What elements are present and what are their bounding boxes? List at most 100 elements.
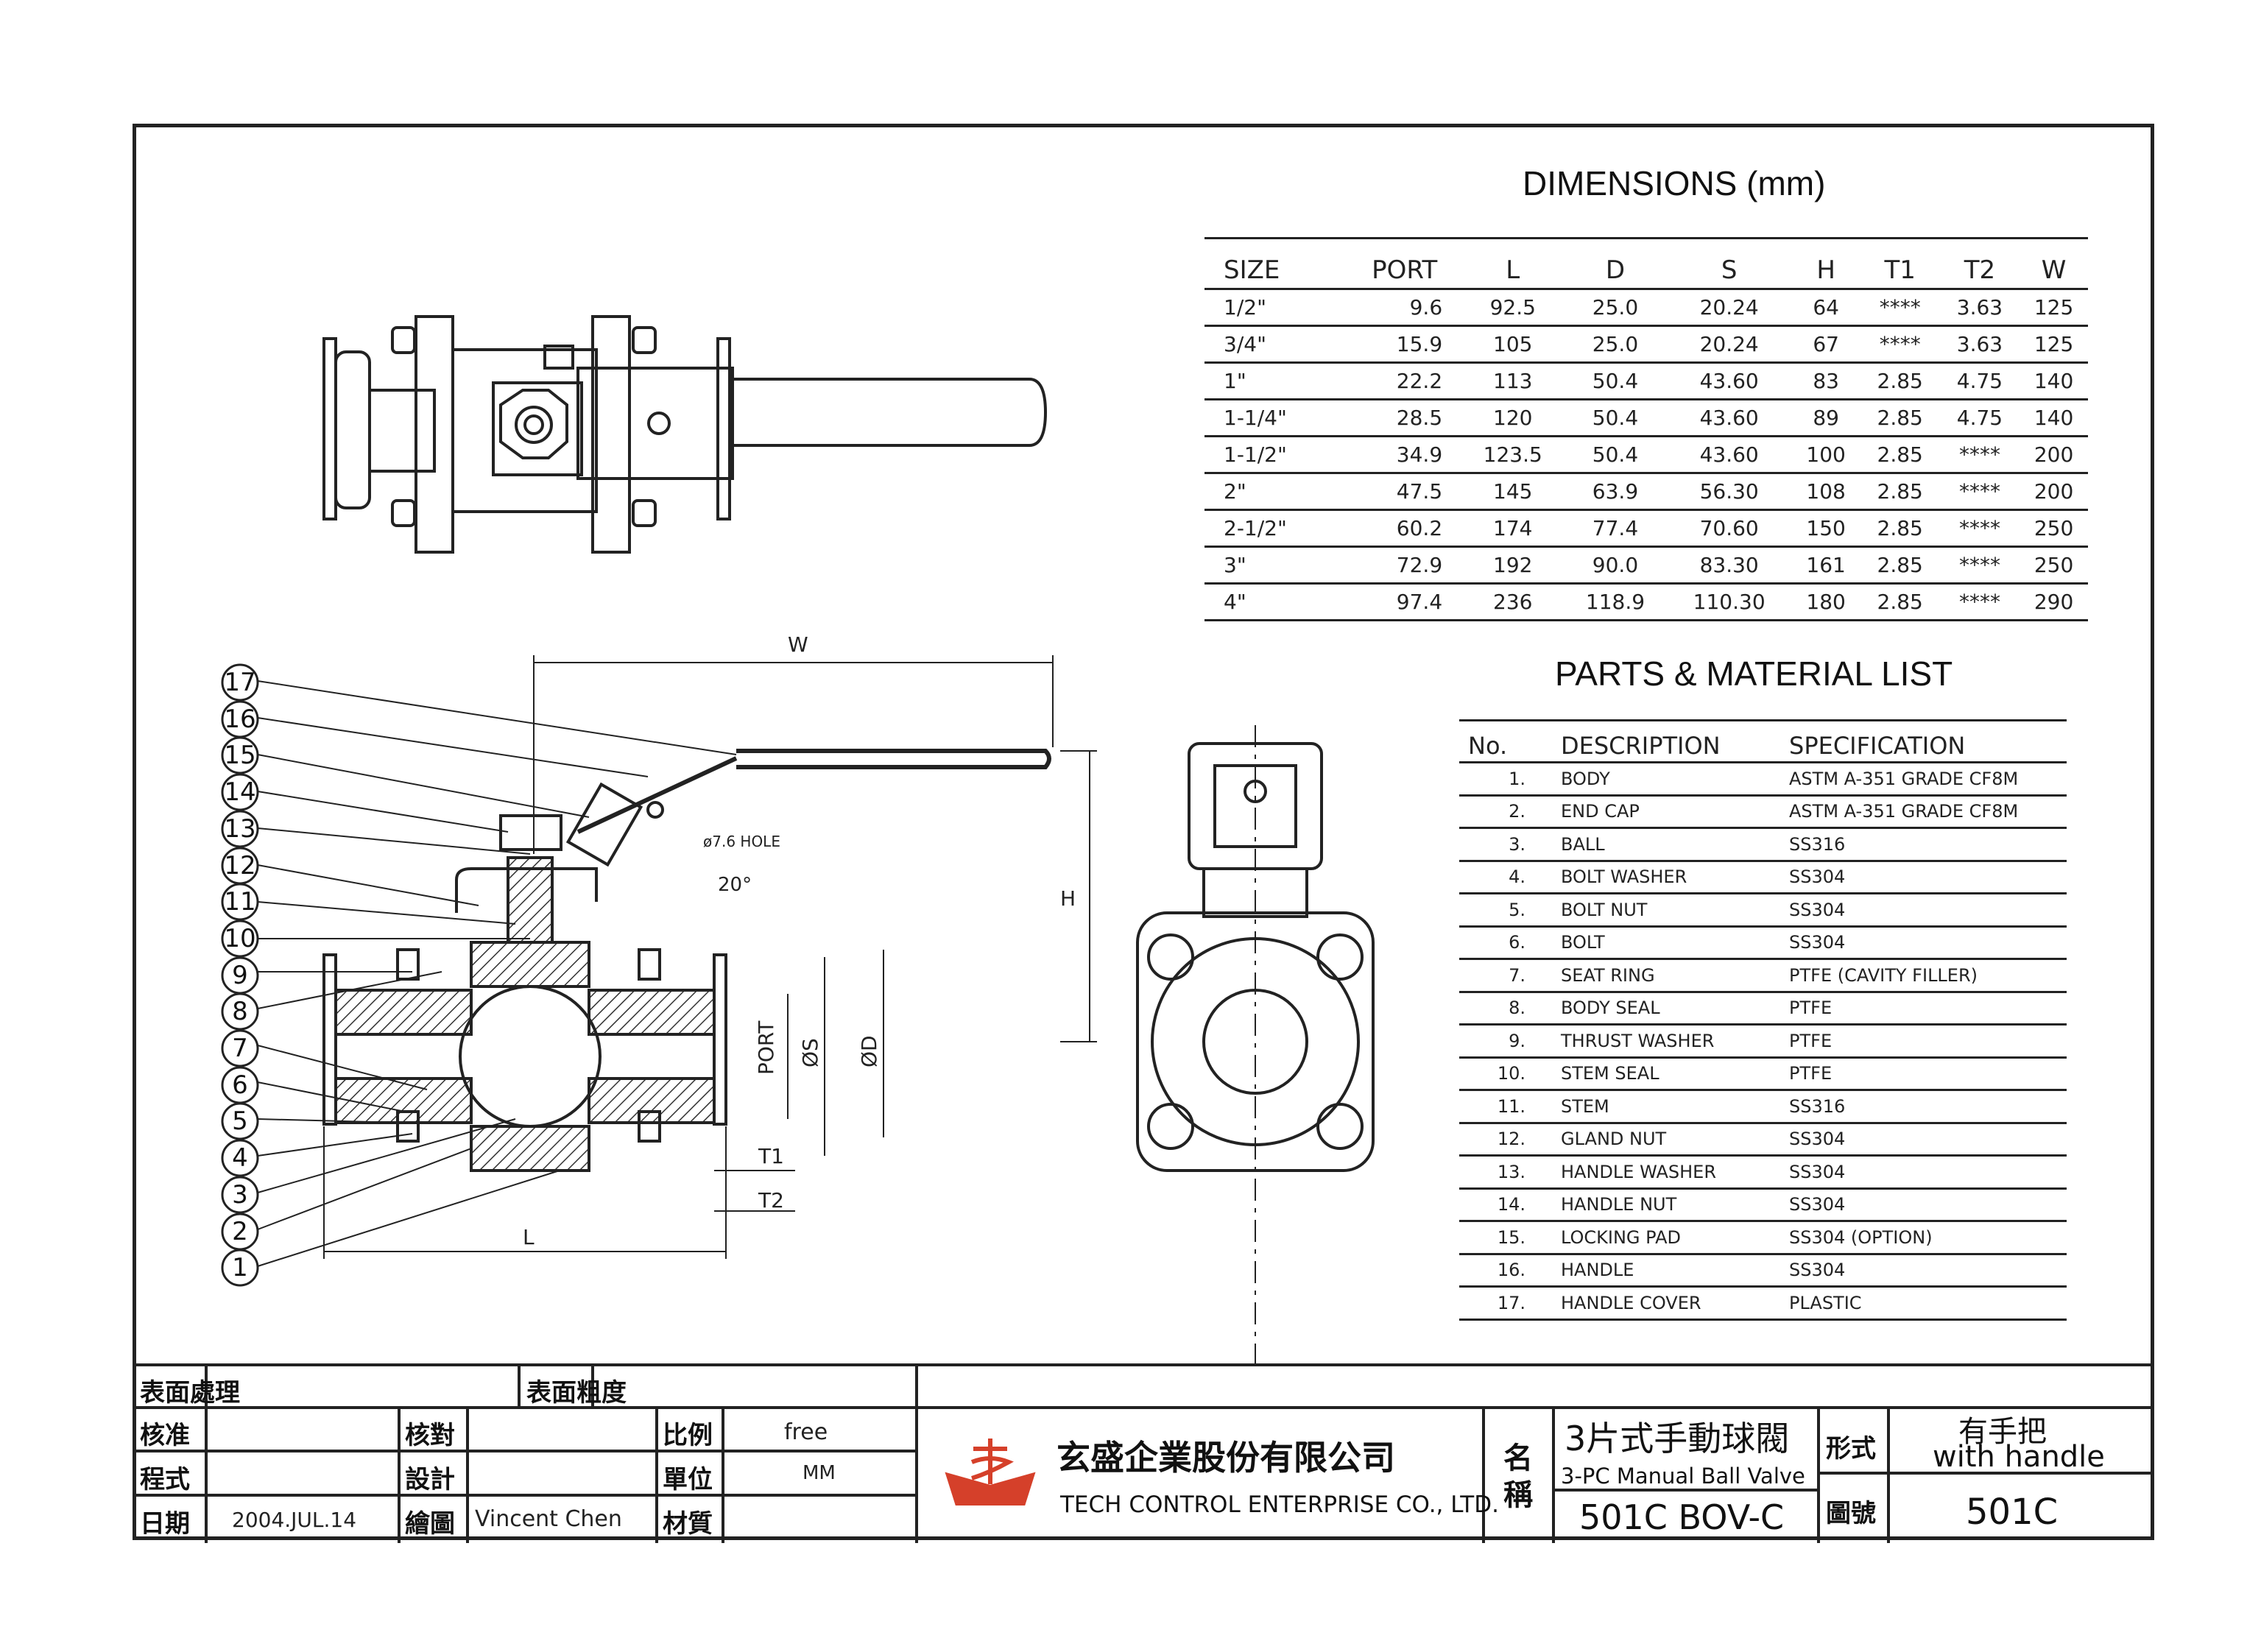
- parts-cell: SS304: [1789, 1155, 2067, 1190]
- dim-label-h: H: [1060, 886, 1076, 911]
- balloon-circle: [221, 810, 259, 848]
- dimensions-cell: 77.4: [1564, 509, 1667, 548]
- balloon-number: 11: [224, 887, 256, 917]
- dimensions-cell: 34.9: [1347, 436, 1462, 474]
- balloon-number: 5: [232, 1106, 248, 1137]
- dimensions-cell: 250: [2020, 509, 2088, 548]
- parts-cell: 12.: [1459, 1123, 1543, 1157]
- col-d: D: [1564, 238, 1667, 290]
- parts-cell: PTFE: [1789, 1057, 2067, 1091]
- dim-label-port: PORT: [754, 1020, 778, 1075]
- dimensions-cell: 1": [1204, 362, 1348, 400]
- balloon-number: 6: [232, 1070, 248, 1100]
- col-s: S: [1666, 238, 1792, 290]
- balloon-number: 12: [224, 850, 256, 880]
- dimensions-cell: 83.30: [1666, 546, 1792, 585]
- dimensions-cell: 50.4: [1564, 436, 1667, 474]
- dim-label-t1: T1: [758, 1144, 784, 1168]
- dimensions-cell: 28.5: [1347, 399, 1462, 437]
- parts-cell: SS304: [1789, 861, 2067, 894]
- title-block-grid: [133, 1366, 2154, 1543]
- scale-value: free: [784, 1419, 828, 1445]
- balloon-number: 8: [232, 997, 248, 1027]
- dimensions-cell: 2.85: [1860, 399, 1940, 437]
- dimensions-cell: 25.0: [1564, 325, 1667, 364]
- balloon-circle: [221, 1066, 259, 1104]
- parts-cell: HANDLE NUT: [1543, 1188, 1789, 1222]
- dimensions-cell: 1-1/4": [1204, 399, 1348, 437]
- dimensions-cell: 192: [1461, 546, 1565, 585]
- dimensions-cell: 2-1/2": [1204, 509, 1348, 548]
- dim-label-l: L: [523, 1225, 535, 1249]
- dimensions-cell: 92.5: [1461, 289, 1565, 327]
- dimensions-cell: 20.24: [1666, 289, 1792, 327]
- parts-cell: 16.: [1459, 1254, 1543, 1288]
- dimensions-cell: 89: [1791, 399, 1860, 437]
- balloon-circle: [221, 1212, 259, 1250]
- drawn-value: Vincent Chen: [475, 1506, 622, 1532]
- parts-cell: 5.: [1459, 893, 1543, 928]
- parts-cell: 4.: [1459, 861, 1543, 894]
- parts-cell: LOCKING PAD: [1543, 1221, 1789, 1255]
- dim-label-t2: T2: [758, 1188, 784, 1212]
- dimensions-cell: 118.9: [1564, 583, 1667, 621]
- col-port: PORT: [1347, 238, 1462, 290]
- program-label: 程式: [140, 1465, 190, 1494]
- dimensions-title: DIMENSIONS (mm): [1523, 164, 1826, 202]
- dimensions-cell: ****: [1860, 289, 1940, 327]
- balloon-circle: [221, 847, 259, 884]
- parts-cell: SS304 (OPTION): [1789, 1221, 2067, 1255]
- drawing-sheet-border: [133, 124, 2154, 1540]
- dimensions-header-row: SIZE PORT L D S H T1 T2 W: [1204, 238, 2088, 290]
- type-label: 形式: [1826, 1434, 1876, 1464]
- dimensions-cell: 56.30: [1666, 473, 1792, 511]
- col-specification: SPECIFICATION: [1789, 720, 2067, 763]
- parts-cell: 7.: [1459, 959, 1543, 993]
- dimensions-cell: 120: [1461, 399, 1565, 437]
- dimensions-cell: 2": [1204, 473, 1348, 511]
- dimensions-cell: 90.0: [1564, 546, 1667, 585]
- parts-cell: BOLT NUT: [1543, 893, 1789, 928]
- dimensions-cell: 1-1/2": [1204, 436, 1348, 474]
- dimensions-cell: 2.85: [1860, 436, 1940, 474]
- model-number: 501C BOV-C: [1579, 1497, 1785, 1537]
- dimensions-cell: 2.85: [1860, 546, 1940, 585]
- type-chinese: 有手把: [1958, 1415, 2047, 1449]
- parts-cell: BOLT WASHER: [1543, 861, 1789, 894]
- dimensions-cell: 161: [1791, 546, 1860, 585]
- company-logo: [945, 1439, 1036, 1505]
- col-l: L: [1461, 238, 1565, 290]
- col-no: No.: [1459, 720, 1543, 763]
- dimensions-cell: 110.30: [1666, 583, 1792, 621]
- balloon-leaders: [257, 680, 737, 1267]
- dimensions-cell: 125: [2020, 325, 2088, 364]
- dimensions-cell: 83: [1791, 362, 1860, 400]
- dimensions-cell: 290: [2020, 583, 2088, 621]
- parts-cell: PLASTIC: [1789, 1286, 2067, 1321]
- balloon-circle: [221, 700, 259, 738]
- dimensions-cell: 4.75: [1939, 399, 2020, 437]
- dimensions-cell: 64: [1791, 289, 1860, 327]
- parts-cell: PTFE: [1789, 1024, 2067, 1059]
- parts-cell: SS304: [1789, 1254, 2067, 1288]
- unit-label: 單位: [663, 1465, 713, 1494]
- dimensions-cell: 108: [1791, 473, 1860, 511]
- balloon-number: 17: [224, 668, 256, 697]
- dimensions-cell: 3.63: [1939, 289, 2020, 327]
- col-size: SIZE: [1204, 238, 1348, 290]
- dimensions-cell: 20.24: [1666, 325, 1792, 364]
- drawing-number: 501C: [1966, 1492, 2059, 1533]
- balloon-circle: [221, 883, 259, 921]
- parts-title: PARTS & MATERIAL LIST: [1555, 654, 1953, 693]
- dimensions-cell: 70.60: [1666, 509, 1792, 548]
